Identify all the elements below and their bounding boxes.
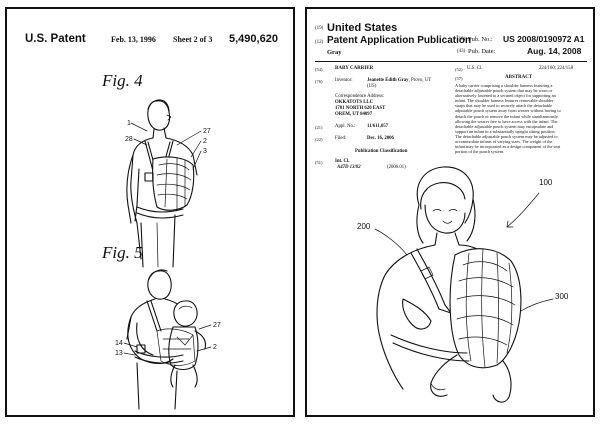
fig5-label: Fig. 5 xyxy=(102,243,143,262)
abstract-line: straps that may be used to securely atta… xyxy=(455,103,552,109)
fig5-ref-14: 14 xyxy=(115,340,123,347)
ref-100: 100 xyxy=(539,178,553,187)
carrier-figure-drawing: 100 200 300 xyxy=(357,166,569,403)
pub-type-heading: Patent Application Publication xyxy=(327,35,472,46)
intcl-label: Int. Cl. xyxy=(335,159,350,164)
inventor-code: (76) xyxy=(315,79,323,84)
uscl-label: U.S. Cl. xyxy=(467,66,483,71)
abstract-line: portion of the pouch system. xyxy=(455,149,505,155)
inventor-label: Inventor: xyxy=(335,78,353,83)
left-header-sheet: Sheet 2 of 3 xyxy=(173,35,213,44)
abstract-line: alternatively fastened to a secured obje… xyxy=(455,93,556,99)
left-header-date: Feb. 13, 1996 xyxy=(111,35,156,44)
uscl-code: (52) xyxy=(455,67,463,72)
title-code: (54) xyxy=(315,67,323,72)
fig5-drawing: 27 14 13 2 xyxy=(115,269,221,410)
pub-date-value: Aug. 14, 2008 xyxy=(527,46,582,56)
intcl-year: (2006.01) xyxy=(387,165,406,170)
abstract-line: detach the pouch or remove the infant wh… xyxy=(455,113,558,119)
abstract-line: allowing the wearer free to have access … xyxy=(455,118,558,124)
ref-300: 300 xyxy=(555,292,569,301)
abstract-line: infant. The shoulder harness features re… xyxy=(455,98,554,104)
fig4-ref-1: 1 xyxy=(127,120,131,127)
code-19: (19) xyxy=(315,26,324,31)
fig4-ref-3: 3 xyxy=(203,148,207,155)
country-heading: United States xyxy=(327,22,398,34)
left-patent-sheet: U.S. Patent Feb. 13, 1996 Sheet 2 of 3 5… xyxy=(5,7,295,417)
pub-no-value: US 2008/0190972 A1 xyxy=(503,34,585,44)
pub-no-label: Pub. No.: xyxy=(468,36,493,43)
header-rule xyxy=(315,61,587,62)
fig5-ref-2: 2 xyxy=(213,344,217,351)
inventor-short: Gray xyxy=(327,49,342,56)
uscl-value: 224/160; 224/158 xyxy=(539,66,573,71)
filed-label: Filed: xyxy=(335,136,347,141)
abstract-line: support an infant in a substantially upr… xyxy=(455,128,556,134)
intcl-value: A47D 13/02 xyxy=(337,165,361,170)
correspondence-line-3: OREM, UT 84097 xyxy=(335,112,373,117)
fig4-ref-2: 2 xyxy=(203,138,207,145)
correspondence-line-1: OKKATOTS LLC xyxy=(335,100,374,105)
code-43: (43) xyxy=(457,49,466,54)
abstract-line: detachable adjustable pouch system that … xyxy=(455,88,553,94)
appl-value: 11/611,057 xyxy=(367,124,389,129)
appl-label: Appl. No.: xyxy=(335,124,356,129)
correspondence-label: Correspondence Address: xyxy=(335,94,385,99)
fig5-ref-27: 27 xyxy=(213,322,221,329)
fig5-ref-13: 13 xyxy=(115,350,123,357)
abstract-line: detachable adjustable pouch system may e… xyxy=(455,123,554,129)
code-12: (12) xyxy=(315,40,324,45)
left-header-title: U.S. Patent xyxy=(25,33,86,45)
left-header-number: 5,490,620 xyxy=(229,33,278,45)
abstract-line: accommodate infants of varying sizes. Th… xyxy=(455,139,553,145)
pub-classification-heading: Publication Classification xyxy=(355,149,408,154)
fig-4-5-drawings: 1 28 27 2 3 xyxy=(115,99,221,410)
ref-200: 200 xyxy=(357,222,371,231)
inventor-name: Jeanette Edith Gray xyxy=(367,78,409,83)
abstract-line: A baby carrier comprising a shoulder har… xyxy=(455,83,553,88)
filed-code: (22) xyxy=(315,137,323,142)
fig4-label: Fig. 4 xyxy=(102,71,143,90)
filed-value: Dec. 16, 2006 xyxy=(367,136,394,141)
abstract-line: adjustable pouch system away from wearer… xyxy=(455,108,561,114)
abstract-code: (57) xyxy=(455,76,463,81)
inventor-city: , Provo, UT xyxy=(408,78,432,83)
abstract-heading: ABSTRACT xyxy=(505,75,533,80)
fig4-ref-28: 28 xyxy=(125,136,133,143)
inventor-country: (US) xyxy=(367,84,377,89)
appl-code: (21) xyxy=(315,125,323,130)
fig4-ref-27: 27 xyxy=(203,128,211,135)
abstract-line: The detachable adjustable pouch system m… xyxy=(455,133,558,139)
pub-date-label: Pub. Date: xyxy=(468,48,496,55)
invention-title: BABY CARRIER xyxy=(335,66,374,71)
code-10: (10) xyxy=(457,37,466,42)
abstract-text: A baby carrier comprising a shoulder har… xyxy=(455,83,589,154)
correspondence-line-2: 1781 NORTH 620 EAST xyxy=(335,106,386,111)
fig4-drawing: 1 28 27 2 3 xyxy=(125,99,211,268)
intcl-code: (51) xyxy=(315,160,323,165)
inventor-name-line: Jeanette Edith Gray, Provo, UT xyxy=(367,78,431,83)
abstract-line: infant may be incorporated as a design c… xyxy=(455,144,561,150)
right-patent-sheet: (19) United States (12) Patent Applicati… xyxy=(305,7,595,417)
